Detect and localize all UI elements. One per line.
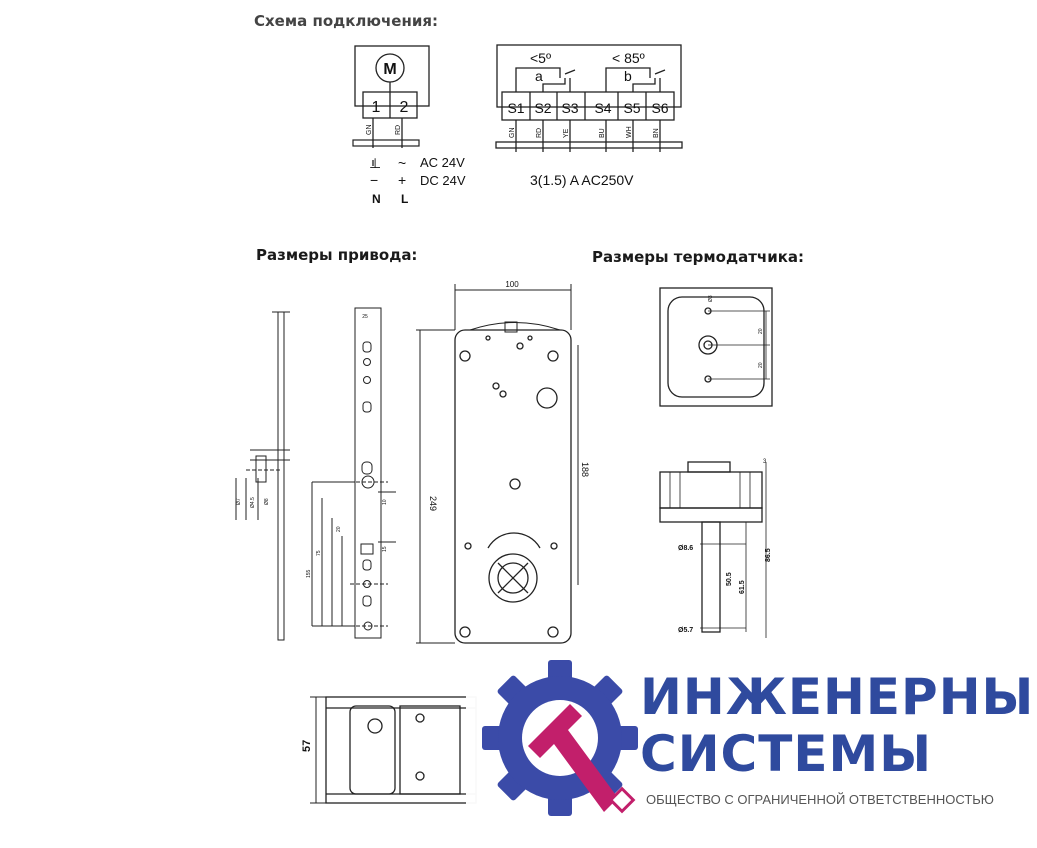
- profile-dim-d8: Ø8: [264, 498, 270, 505]
- switch-enclosure: [496, 44, 682, 108]
- company-logo-panel: [466, 645, 1037, 848]
- logo-line-1: ИНЖЕНЕРНЫЕ: [640, 668, 1037, 726]
- drive-height-dim: 57: [301, 740, 313, 752]
- gear-icon: [482, 660, 638, 816]
- sensor-dia-86: Ø8.6: [678, 545, 693, 552]
- drive-shaft-hole: [536, 387, 558, 409]
- drive-clamp-ring: [488, 553, 538, 603]
- drive-inner-length-dim: 188: [580, 462, 590, 477]
- drive-width-dim: 100: [505, 280, 519, 289]
- ac-voltage-label: AC 24V: [420, 155, 465, 170]
- dc-symbol-l: +: [398, 172, 406, 188]
- switch-wire-bn: BN: [653, 128, 660, 138]
- sensor-side-view: [659, 461, 767, 638]
- switch-b-label: b: [624, 68, 632, 84]
- logo-company-type: ОБЩЕСТВО С ОГРАНИЧЕННОЙ ОТВЕТСТВЕННОСТЬЮ: [646, 792, 994, 807]
- sensor-dimensions-heading: Размеры термодатчика:: [592, 248, 804, 266]
- motor-symbol-label: M: [383, 61, 396, 78]
- profile-dim-d45: Ø4.5: [250, 497, 256, 508]
- drive-bottom-view: [310, 696, 477, 804]
- bracket-dim-20: 20: [336, 526, 342, 532]
- switch-wire-rd: RD: [536, 128, 543, 138]
- drive-plate-outline: [454, 329, 572, 644]
- pole-l: L: [401, 192, 408, 206]
- sensor-top-view: [659, 287, 773, 407]
- switch-wire-bu: BU: [599, 128, 606, 138]
- switch-b-angle: < 85º: [612, 50, 645, 66]
- motor-wiring-diagram: [352, 45, 430, 166]
- motor-wire-rd: RD: [395, 125, 402, 135]
- drive-side-profile: [235, 311, 290, 641]
- terminal-s4: S4: [594, 100, 611, 116]
- switch-wire-ye: YE: [563, 128, 570, 138]
- sensor-len-865: 86.5: [765, 548, 772, 562]
- switch-a-angle: <5º: [530, 50, 551, 66]
- bracket-dim-155: 155: [306, 569, 312, 578]
- ac-symbol-n: ⊥: [369, 155, 381, 171]
- sensor-top-dim: 3: [763, 459, 767, 465]
- drive-dimensions-heading: Размеры привода:: [256, 246, 418, 264]
- switch-wire-wh: WH: [626, 126, 633, 138]
- switch-terminal-block: [501, 91, 675, 121]
- drive-front-plate: [416, 284, 579, 644]
- sensor-len-615: 61.5: [739, 580, 746, 594]
- ac-symbol-l: ~: [398, 155, 406, 171]
- motor-terminal-1: 1: [372, 99, 381, 116]
- terminal-s5: S5: [623, 100, 640, 116]
- switch-cable-bar: [495, 141, 683, 149]
- motor-cable-bar: [352, 139, 420, 147]
- terminal-s2: S2: [534, 100, 551, 116]
- aux-switches-diagram: [495, 44, 683, 152]
- profile-dim-d7: Ø7: [236, 498, 242, 505]
- sensor-side-dim-lower: 20: [758, 362, 764, 368]
- dc-voltage-label: DC 24V: [420, 173, 466, 188]
- motor-wire-gn: GN: [366, 125, 373, 136]
- dc-symbol-n: −: [370, 172, 378, 188]
- terminal-s3: S3: [561, 100, 578, 116]
- wrench-icon: [528, 704, 618, 812]
- bracket-dim-75: 75: [316, 550, 322, 556]
- sensor-dia-57: Ø5.7: [678, 627, 693, 634]
- bottom-screw: [367, 718, 383, 734]
- terminal-s6: S6: [651, 100, 668, 116]
- drive-bracket-strip: [311, 307, 396, 639]
- bracket-dim-15: 15: [382, 546, 388, 552]
- wiring-scheme-heading: Схема подключения:: [254, 12, 438, 30]
- switch-rating: 3(1.5) A AC250V: [530, 172, 634, 188]
- sensor-side-dim-upper: 20: [758, 328, 764, 334]
- bracket-dim-10: 10: [382, 499, 388, 505]
- switch-wire-gn: GN: [509, 128, 516, 139]
- motor-terminal-2: 2: [400, 99, 409, 116]
- bracket-dim-top: 25: [362, 314, 368, 320]
- logo-line-2: СИСТЕМЫ: [640, 725, 933, 783]
- switch-a-label: a: [535, 68, 543, 84]
- motor-enclosure: [354, 45, 430, 107]
- pole-n: N: [372, 192, 381, 206]
- sensor-hole-dim: Ø3: [708, 295, 714, 302]
- drive-length-dim: 249: [428, 496, 438, 511]
- terminal-s1: S1: [507, 100, 524, 116]
- sensor-len-505: 50.5: [726, 572, 733, 586]
